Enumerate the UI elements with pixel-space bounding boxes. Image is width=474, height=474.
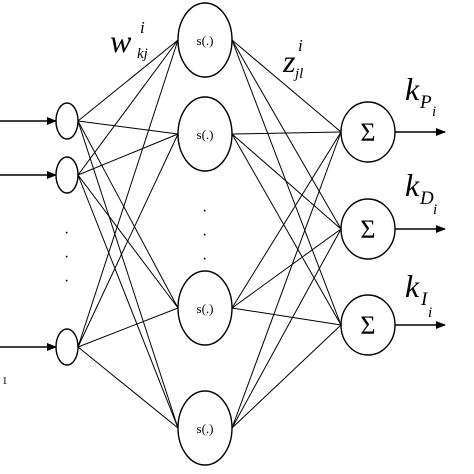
output-kd-base: k	[405, 167, 420, 203]
output-kp-base: k	[405, 71, 420, 107]
output-label-ki: k I i	[405, 268, 432, 321]
output-kp-sub: P	[419, 92, 432, 113]
hidden-node-1-label: s(.)	[197, 33, 214, 48]
weight-w-sup: i	[140, 18, 145, 37]
hidden-node-3	[177, 270, 233, 346]
output-ki-subsub: i	[428, 305, 432, 321]
edge-input-hidden-2-2	[77, 133, 179, 176]
edge-input-hidden-1-2	[77, 120, 179, 135]
hidden-ellipsis-dot: ·	[202, 227, 207, 244]
output-node-i-sigma: Σ	[360, 311, 375, 340]
edge-hidden-output-1-2	[231, 39, 342, 230]
weight-w-sub: kj	[137, 46, 148, 62]
hidden-node-3-label: s(.)	[197, 301, 214, 316]
hidden-ellipsis-dot: ·	[202, 251, 207, 268]
edge-hidden-output-4-1	[231, 131, 342, 429]
hidden-layer: s(.) s(.) s(.) s(.)	[177, 2, 233, 466]
input-layer	[55, 102, 79, 366]
hidden-node-4	[177, 390, 233, 466]
input-ellipsis-dot: ·	[64, 273, 69, 290]
output-node-d-sigma: Σ	[360, 215, 375, 244]
hidden-ellipsis-dot: ·	[202, 203, 207, 220]
edge-input-hidden-3-2	[77, 133, 179, 348]
edge-hidden-output-2-2	[231, 133, 342, 230]
output-node-d	[340, 198, 396, 260]
weight-w-base: w	[110, 23, 132, 59]
footnote-marker: 1	[2, 375, 8, 387]
hidden-output-connections	[231, 39, 342, 429]
edge-hidden-output-4-3	[231, 324, 342, 429]
output-arrows	[394, 128, 446, 329]
hidden-node-2	[177, 96, 233, 172]
input-node-2	[55, 156, 79, 194]
edge-input-hidden-1-3	[77, 120, 179, 309]
edge-input-hidden-3-4	[77, 346, 179, 429]
edge-hidden-output-4-2	[231, 228, 342, 429]
hidden-node-1	[177, 2, 233, 78]
output-label-kd: k D i	[405, 167, 437, 218]
edge-input-hidden-1-4	[77, 120, 179, 429]
edge-hidden-output-1-1	[231, 39, 342, 133]
output-ki-sub: I	[420, 289, 429, 310]
weight-z-sub: jl	[293, 66, 303, 82]
weight-z-sup: i	[298, 36, 303, 55]
hidden-node-4-label: s(.)	[197, 421, 214, 436]
weight-z-base: z	[282, 43, 296, 79]
input-ellipsis: · · ·	[64, 225, 69, 290]
edge-hidden-output-2-3	[231, 133, 342, 326]
weight-label-z: z i jl	[282, 36, 303, 82]
edge-hidden-output-2-1	[231, 131, 342, 135]
output-ki-base: k	[405, 268, 420, 304]
output-node-p	[340, 101, 396, 163]
input-hidden-connections	[77, 39, 179, 429]
output-kp-subsub: i	[432, 104, 436, 120]
input-node-n	[55, 328, 79, 366]
output-kd-sub: D	[419, 188, 434, 209]
edge-input-hidden-2-1	[77, 39, 179, 176]
edge-hidden-output-3-2	[231, 228, 342, 309]
edge-input-hidden-1-1	[77, 39, 179, 122]
edge-input-hidden-2-4	[77, 174, 179, 429]
edge-hidden-output-1-3	[231, 39, 342, 326]
output-label-kp: k P i	[405, 71, 436, 120]
output-node-p-sigma: Σ	[360, 118, 375, 147]
edge-hidden-output-3-1	[231, 131, 342, 309]
input-ellipsis-dot: ·	[64, 249, 69, 266]
input-node-1	[55, 102, 79, 140]
input-ellipsis-dot: ·	[64, 225, 69, 242]
hidden-ellipsis: · · ·	[202, 203, 207, 268]
input-arrows	[0, 117, 57, 351]
output-kd-subsub: i	[433, 202, 437, 218]
hidden-node-2-label: s(.)	[197, 127, 214, 142]
edge-input-hidden-3-3	[77, 307, 179, 348]
output-layer: Σ Σ Σ	[340, 101, 396, 356]
edge-input-hidden-3-1	[77, 39, 179, 348]
weight-label-w: w i kj	[110, 18, 148, 62]
edge-hidden-output-3-3	[231, 307, 342, 326]
output-node-i	[340, 294, 396, 356]
